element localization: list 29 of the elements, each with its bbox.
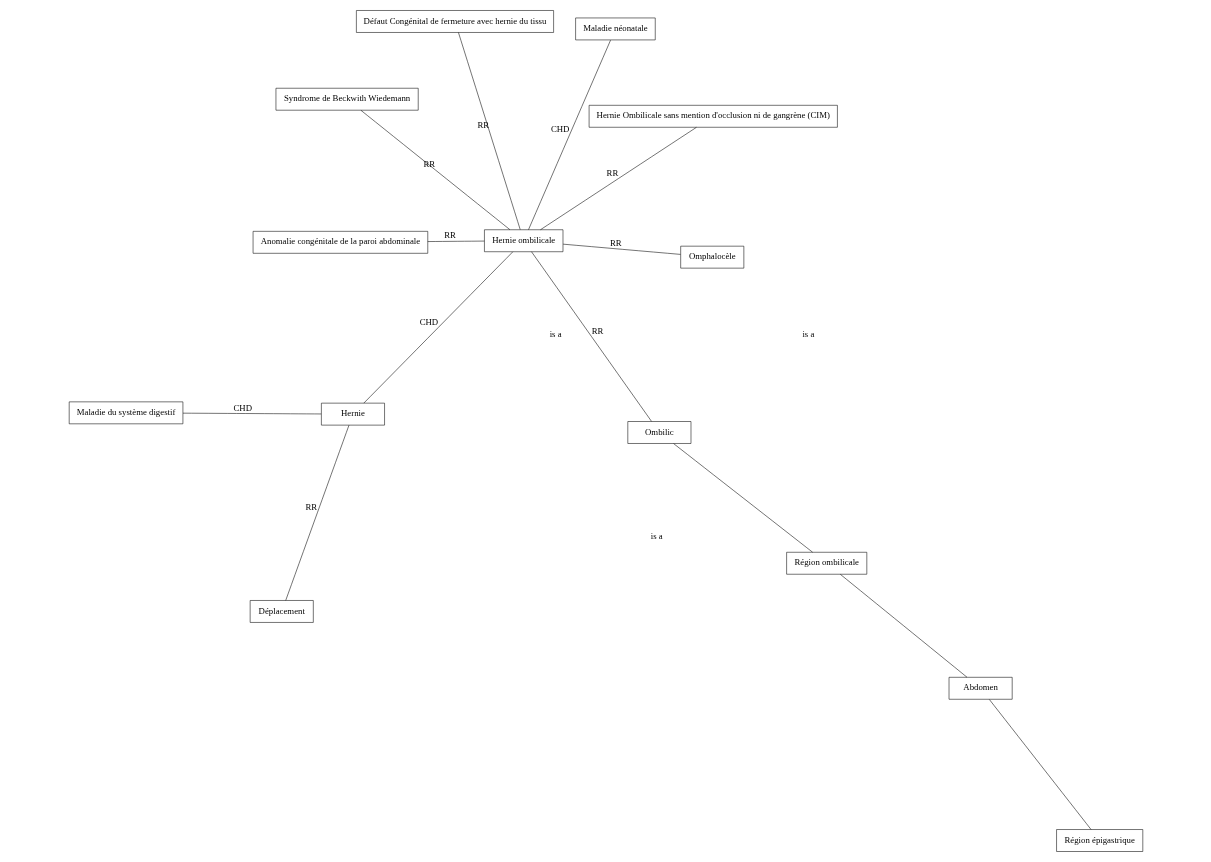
edge-label: RR [476,120,489,131]
node-box: Région épigastrique [1055,829,1143,852]
node-box: Anomalie congénitale de la paroi abdominale [252,231,428,254]
edge-label: RR [606,167,618,178]
edge-label: RR [591,325,603,336]
label: is a [650,531,663,542]
edge-label: RR [423,159,435,170]
label: is a [801,329,814,340]
node-box: Syndrome de Beckwith Wiedemann [275,87,418,111]
connector [360,110,510,230]
node-box: Omphalocèle [679,245,744,269]
node-box: Région ombilicale [785,552,867,575]
node-box: Hernie [320,402,385,426]
edge-label: RR [609,238,622,249]
edge-label: RR [443,230,456,241]
connector [457,32,520,230]
edge-label: RR [304,501,317,512]
label: is a [549,329,562,340]
node-box: Abdomen [948,677,1012,700]
node-box: Hernie Ombilicale sans mention d'occlusion ni de gangrène (CIM) [588,105,838,128]
node-box: Maladie néonatale [574,17,656,41]
edge-label: CHD [232,402,252,413]
node-box: Déplacement [249,600,314,623]
edge-label: CHD [550,124,569,135]
edge-label: CHD [419,316,438,327]
node-box: Défaut Congénital de fermeture avec hernie du tissu [355,10,554,33]
node-box: Maladie du système digestif [68,401,183,425]
node-box: Ombilic [627,421,691,444]
node-box: Hernie ombilicale [483,229,563,252]
